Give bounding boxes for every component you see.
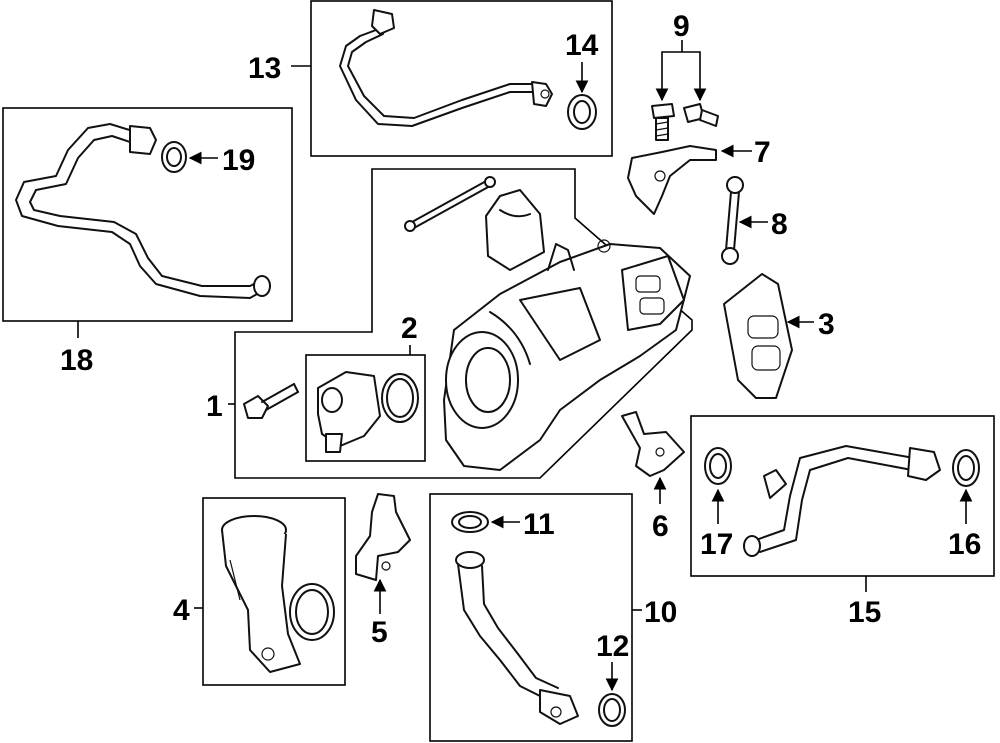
callout-11: 11 (523, 508, 555, 541)
support-bracket (621, 411, 685, 477)
wastegate-actuator (317, 371, 419, 453)
callout-9: 9 (673, 10, 690, 43)
callout-2: 2 (401, 312, 418, 345)
oil-feed-pipe (339, 9, 553, 127)
group-box-18 (2, 107, 293, 322)
turbo-mounting-bolt (243, 383, 299, 419)
seal-ring-14 (567, 94, 597, 130)
callout-1: 1 (206, 390, 223, 423)
turbocharger-assembly (443, 189, 691, 471)
callout-18: 18 (60, 344, 93, 377)
callout-14: 14 (565, 29, 599, 62)
group-box-2 (305, 354, 426, 462)
group-box-1 (234, 168, 693, 479)
wastegate-actuator-rod (404, 176, 496, 232)
seal-ring-19 (161, 141, 187, 173)
leader-9 (661, 40, 700, 100)
callout-8: 8 (771, 208, 788, 241)
callout-19: 19 (222, 144, 255, 177)
callout-4: 4 (173, 594, 190, 627)
group-box-15 (690, 415, 995, 577)
callout-17: 17 (700, 528, 733, 561)
callout-5: 5 (371, 616, 388, 649)
flange-gasket (723, 273, 793, 399)
boost-sensor (355, 493, 411, 581)
group-box-4 (202, 497, 346, 686)
callout-10: 10 (644, 596, 677, 629)
callout-13: 13 (248, 52, 281, 85)
coolant-return-pipe (15, 123, 271, 299)
seal-ring-11 (451, 511, 489, 533)
bolt-pair (651, 103, 719, 141)
seal-ring-17 (704, 447, 732, 485)
callout-15: 15 (848, 596, 881, 629)
group-box-13 (310, 0, 613, 157)
coolant-feed-pipe (743, 445, 941, 557)
callout-12: 12 (596, 630, 629, 663)
callout-7: 7 (754, 136, 771, 169)
callout-16: 16 (948, 528, 981, 561)
callout-3: 3 (818, 308, 835, 341)
seal-ring-16 (952, 449, 980, 487)
seal-ring-12 (598, 693, 626, 727)
callout-6: 6 (652, 510, 669, 543)
oil-drain-pipe (455, 551, 579, 725)
oil-return-tube (721, 176, 744, 265)
intake-duct (221, 515, 335, 673)
group-box-10 (429, 493, 633, 742)
turbo-bracket (627, 145, 717, 215)
